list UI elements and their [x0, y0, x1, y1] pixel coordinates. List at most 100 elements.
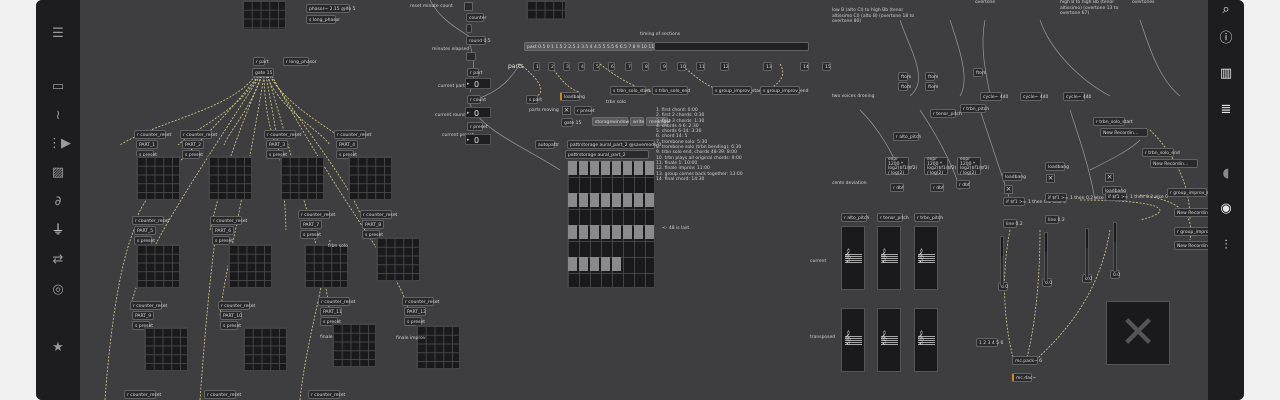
star-icon[interactable]: ★ — [52, 340, 64, 355]
part-selector-9[interactable]: 9 — [660, 62, 667, 71]
toggle-button[interactable]: × — [1004, 185, 1013, 194]
part-selector-14[interactable]: 14 — [800, 62, 809, 71]
patch-object[interactable]: if $f1 >= 1 then 0.2 else 0 — [1045, 193, 1108, 202]
preset-grid[interactable] — [416, 325, 460, 369]
part-receive[interactable]: PART_1 — [136, 140, 158, 149]
loadbang-object[interactable]: loadbang — [560, 92, 585, 101]
long-phasor-send[interactable]: s long_phasor — [306, 15, 340, 24]
preset-send[interactable]: s preset — [182, 150, 203, 159]
patch-object[interactable]: r tenor_pitch — [930, 109, 962, 118]
gain-slider-3[interactable] — [1085, 228, 1089, 278]
preset-grid[interactable] — [136, 244, 180, 288]
pattrstorage-preset-object[interactable]: pattrstorage aural_part_2 — [565, 150, 649, 159]
instagram-icon[interactable]: ◎ — [52, 282, 64, 297]
patch-object[interactable]: ftom — [898, 72, 911, 81]
tenor-pitch-receive[interactable]: r tenor_pitch — [877, 213, 909, 222]
preset-slot-filled[interactable] — [623, 193, 632, 207]
preset-slot-filled[interactable] — [601, 257, 610, 271]
waveform-icon[interactable]: ≀ — [55, 108, 61, 123]
book-icon[interactable]: ▥ — [1219, 66, 1233, 81]
toggle-button[interactable]: × — [1105, 173, 1114, 182]
group-improv-start-send[interactable]: s group_improv_start — [712, 86, 762, 95]
past-object[interactable]: past 0.5 0 1 1.5 2 2.5 3 3.5 4 4.5 5 5.5… — [524, 42, 708, 51]
part-receive[interactable]: PART_11 — [320, 307, 342, 316]
preset-grid[interactable] — [144, 327, 188, 371]
patch-object[interactable]: ftom — [898, 82, 911, 91]
trbn-solo-start-receive[interactable]: r trbn_solo_start — [1093, 117, 1133, 126]
staff-alto-current[interactable]: 𝄞 — [841, 226, 865, 290]
preset-slot-filled[interactable] — [568, 161, 577, 175]
r-preset-object[interactable]: r preset — [467, 122, 488, 131]
chat-icon[interactable]: ◖ — [1222, 166, 1230, 181]
part-receive[interactable]: PART_2 — [182, 140, 204, 149]
gate2-object[interactable]: gate 15 — [561, 118, 581, 127]
trbn-solo-end-send[interactable]: s trbn_solo_end — [652, 86, 690, 95]
current-part-number[interactable]: 0 — [465, 78, 491, 90]
current-preset-number[interactable]: 0 — [465, 134, 491, 146]
patch-object[interactable]: loadbang — [1045, 162, 1069, 171]
preset-send[interactable]: s preset — [212, 236, 233, 245]
preset-slot-filled[interactable] — [634, 161, 643, 175]
gain-slider-2[interactable] — [1044, 232, 1048, 282]
preset-grid[interactable] — [304, 244, 348, 288]
preset-slot-filled[interactable] — [612, 225, 621, 239]
counter-reset-receive[interactable]: r counter_reset — [360, 210, 397, 219]
preset-slot-filled[interactable] — [612, 193, 621, 207]
preset-slot-filled[interactable] — [590, 161, 599, 175]
part-selector-4[interactable]: 4 — [578, 62, 585, 71]
group-improv-end-send[interactable]: s group_improv_end — [760, 86, 808, 95]
expr-cents-2[interactable]: expr 1200 * log2($f1/$f2) / log(2) — [924, 157, 956, 175]
staff-trbn-transposed[interactable]: 𝄞 — [914, 308, 938, 372]
part-selector-2[interactable]: 2 — [548, 62, 555, 71]
camera-icon[interactable]: ◉ — [1220, 201, 1232, 216]
preset-send[interactable]: s preset — [320, 317, 341, 326]
part-receive[interactable]: PART_6 — [212, 226, 234, 235]
trbn-pitch-receive[interactable]: r trbn_pitch — [914, 213, 943, 222]
preset-send[interactable]: s preset — [220, 321, 241, 330]
storagewindow-message[interactable]: storagewindow — [592, 117, 629, 126]
part-selector-12[interactable]: 12 — [720, 62, 729, 71]
preset-grid[interactable] — [280, 156, 324, 200]
preset-slot-filled[interactable] — [623, 225, 632, 239]
patch-object[interactable]: r dbf — [890, 183, 904, 192]
info-icon[interactable]: ⓘ — [1219, 31, 1233, 46]
recording-2[interactable]: New Recordin... — [1150, 159, 1198, 168]
write-message[interactable]: write — [630, 117, 644, 126]
counter-reset-receive[interactable]: r counter_reset — [132, 216, 169, 225]
dac-channels[interactable]: 1 2 3 4 5 6 — [976, 338, 1003, 347]
image-icon[interactable]: ▨ — [51, 165, 65, 180]
preset-slot-filled[interactable] — [645, 193, 654, 207]
part-receive[interactable]: PART_8 — [362, 220, 384, 229]
autopattr-object[interactable]: autopattr — [535, 140, 559, 149]
preset-slot-last[interactable] — [645, 225, 654, 239]
preset-slot-filled[interactable] — [579, 161, 588, 175]
r-part-object[interactable]: r part — [467, 68, 483, 77]
part-selector-6[interactable]: 6 — [608, 62, 615, 71]
preset-slot-filled[interactable] — [612, 257, 621, 271]
menu-icon[interactable]: ☰ — [52, 26, 64, 41]
current-round-number[interactable]: 0 — [465, 107, 491, 119]
preset-grid[interactable] — [136, 156, 180, 200]
part-receive[interactable]: PART_4 — [336, 140, 358, 149]
part-selector-13[interactable]: 13 — [763, 62, 772, 71]
part-receive[interactable]: PART_10 — [220, 311, 242, 320]
recording-1[interactable]: New Recordin... — [1100, 128, 1148, 137]
preset-slot-filled[interactable] — [634, 225, 643, 239]
round-object[interactable]: round 0.5 — [466, 36, 491, 45]
part-selector-5[interactable]: 5 — [593, 62, 600, 71]
patch-object[interactable]: if $f1 >= 1 then 0.2 else 0 — [1003, 197, 1066, 206]
staff-tenor-transposed[interactable]: 𝄞 — [877, 308, 901, 372]
phasor-object[interactable]: phasor~ 2.15 @lfo 5 — [306, 4, 355, 13]
patcher-canvas[interactable]: phasor~ 2.15 @lfo 5 s long_phasor reset … — [80, 0, 1208, 400]
expr-cents-3[interactable]: expr 1200 * log2($f1/$f2) / log(2) — [957, 157, 989, 175]
trbn-solo-start-send[interactable]: s trbn_solo_start — [610, 86, 650, 95]
part-receive[interactable]: PART_9 — [132, 311, 154, 320]
patch-object[interactable]: r dbf — [930, 183, 944, 192]
counter-reset-receive[interactable]: r counter_reset — [134, 130, 171, 139]
patch-object[interactable]: cycle~ 440 — [1020, 92, 1048, 101]
preset-slot-filled[interactable] — [590, 193, 599, 207]
patch-object[interactable]: line 0.2 — [1003, 219, 1023, 228]
part-selector-7[interactable]: 7 — [625, 62, 632, 71]
preset-slot-filled[interactable] — [590, 225, 599, 239]
presentation-icon[interactable]: ▭ — [51, 79, 65, 94]
